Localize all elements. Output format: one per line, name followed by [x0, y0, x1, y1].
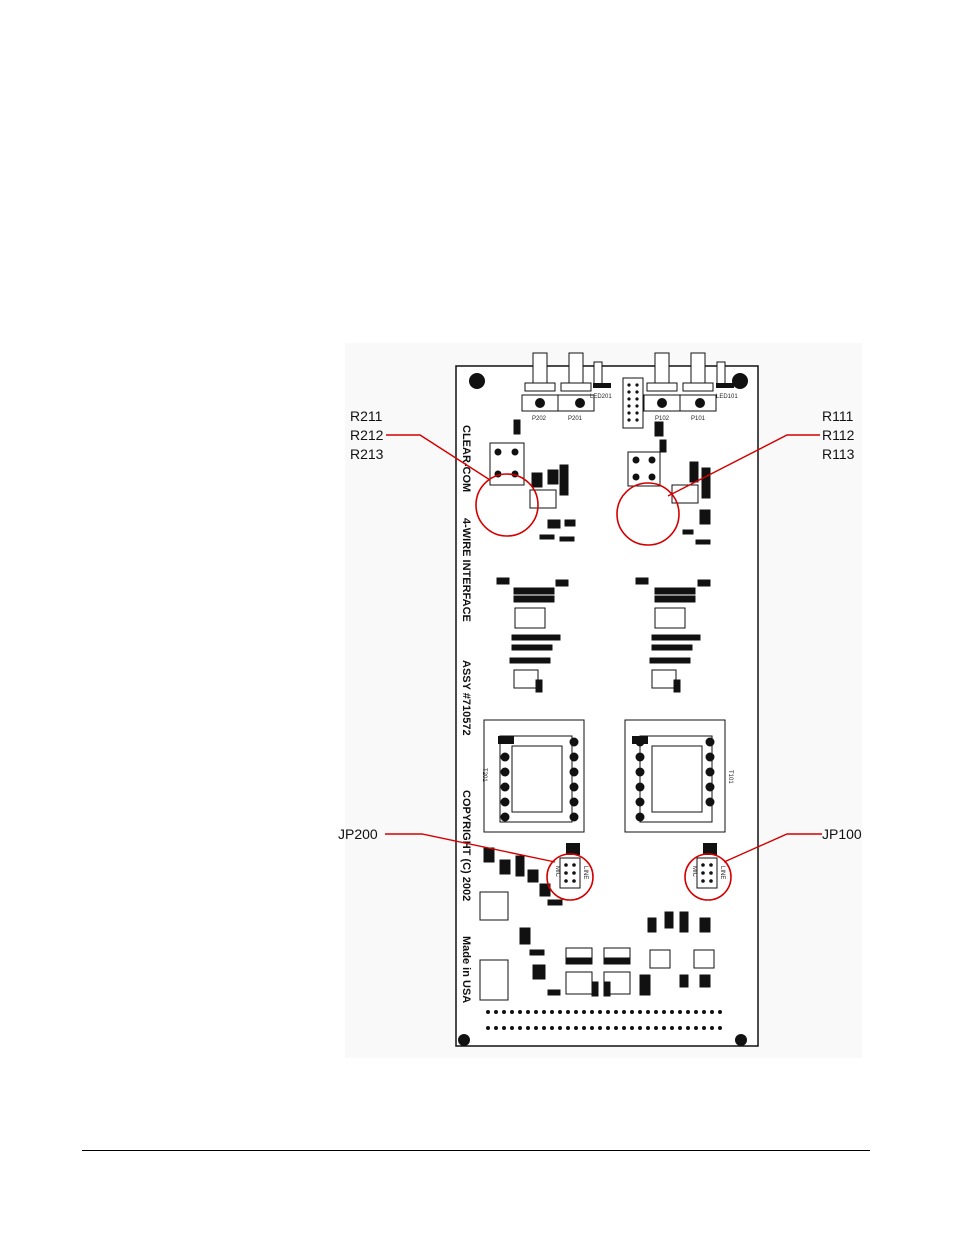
callout-label: R211 — [350, 408, 383, 424]
callout-label: R213 — [350, 446, 384, 462]
board-copyright-text: COPYRIGHT (C) 2002 — [460, 790, 472, 901]
mounting-hole — [458, 1034, 470, 1046]
circuit-board: P202 P201 LED201 P102 — [456, 353, 758, 1046]
callout-label: JP100 — [822, 826, 862, 842]
led-label: LED201 — [590, 394, 612, 400]
transformer-t201: T201 — [481, 720, 584, 832]
callout-label: R113 — [822, 446, 855, 462]
connector-label: P202 — [532, 416, 547, 422]
board-origin-text: Made in USA — [460, 936, 472, 1003]
board-assy-text: ASSY #710572 — [460, 660, 472, 736]
transformer-t101: T101 — [625, 720, 733, 832]
callout-label: R111 — [822, 408, 854, 424]
led-label: LED101 — [716, 394, 738, 400]
connector-label: P101 — [691, 416, 706, 422]
connector-label: P102 — [655, 416, 670, 422]
callout-label: R112 — [822, 427, 855, 443]
footer-rule — [82, 1150, 870, 1151]
mounting-hole — [735, 1034, 747, 1046]
connector-label: P201 — [568, 416, 583, 422]
transformer-label: T101 — [727, 770, 733, 784]
callout-label: R212 — [350, 427, 384, 443]
mounting-hole — [469, 373, 485, 389]
board-title-text: 4-WIRE INTERFACE — [460, 518, 472, 622]
transformer-label: T201 — [481, 768, 487, 782]
mounting-hole — [732, 373, 748, 389]
jumper-mic-label: MIC — [691, 866, 697, 878]
callout-label: JP200 — [338, 826, 378, 842]
header-connector — [623, 378, 643, 428]
board-brand-text: CLEAR-COM — [460, 425, 472, 492]
jumper-mic-label: MIC — [554, 866, 560, 878]
jumper-line-label: LINE — [719, 866, 725, 879]
jumper-line-label: LINE — [582, 866, 588, 879]
